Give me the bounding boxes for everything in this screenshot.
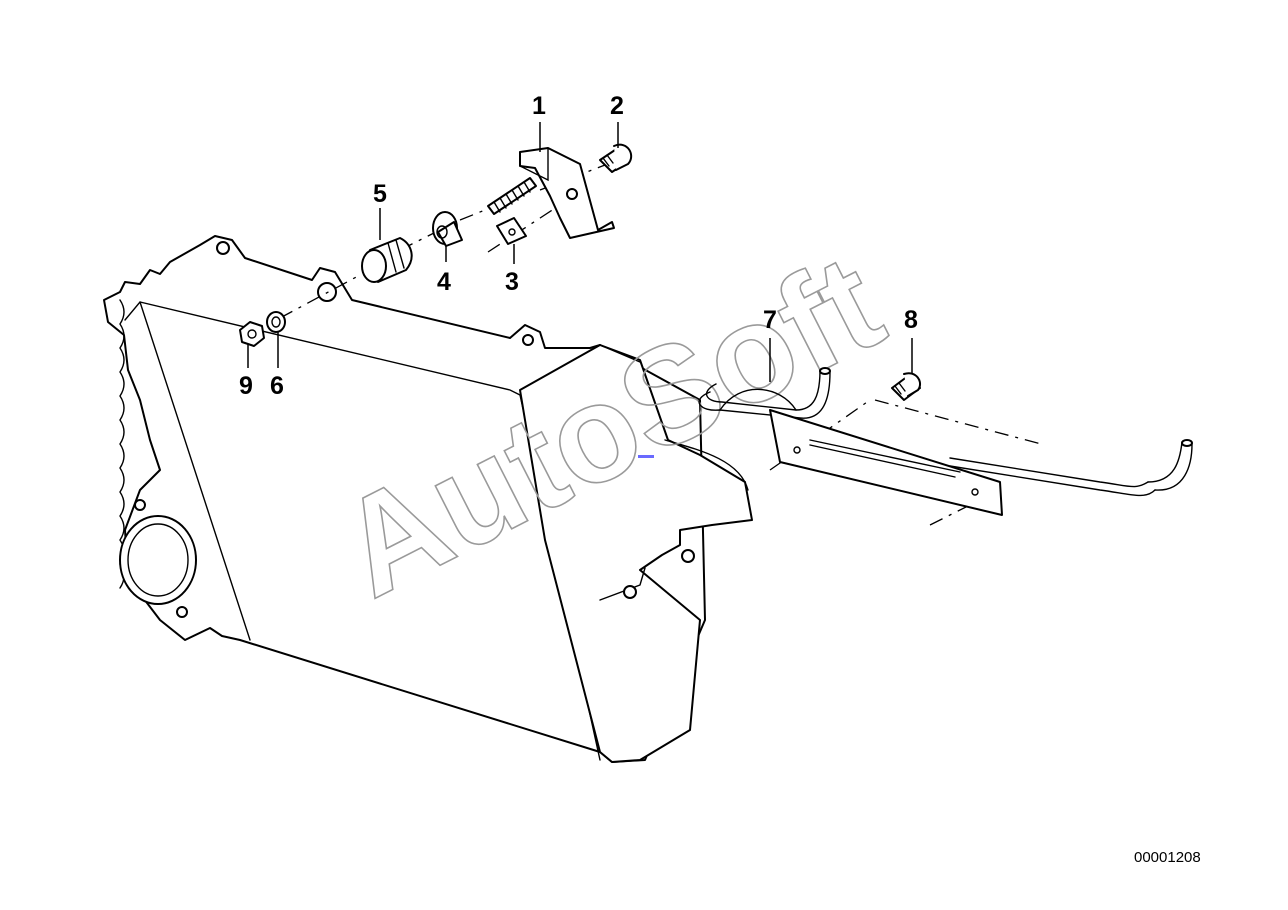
clip-nut-part-3	[496, 217, 527, 245]
threaded-stud	[487, 177, 537, 215]
callout-2: 2	[610, 92, 624, 120]
marker-dash	[638, 455, 654, 458]
bolt-part-2	[599, 143, 633, 173]
cooler-body	[103, 235, 753, 763]
nut-part-9	[239, 321, 265, 347]
callout-7: 7	[763, 306, 777, 334]
callout-9: 9	[239, 372, 253, 400]
rubber-mount-part-5	[361, 237, 413, 283]
callout-1: 1	[532, 92, 546, 120]
callout-8: 8	[904, 306, 918, 334]
washer-part-6	[266, 311, 286, 333]
callout-4: 4	[437, 268, 451, 296]
hose-line-part-7	[698, 367, 1193, 516]
bushing-part-4	[432, 211, 463, 247]
callout-3: 3	[505, 268, 519, 296]
callout-6: 6	[270, 372, 284, 400]
callout-5: 5	[373, 180, 387, 208]
drawing-number: 00001208	[1134, 849, 1201, 866]
bracket-part-1	[519, 147, 615, 239]
bolt-part-8	[891, 372, 922, 401]
